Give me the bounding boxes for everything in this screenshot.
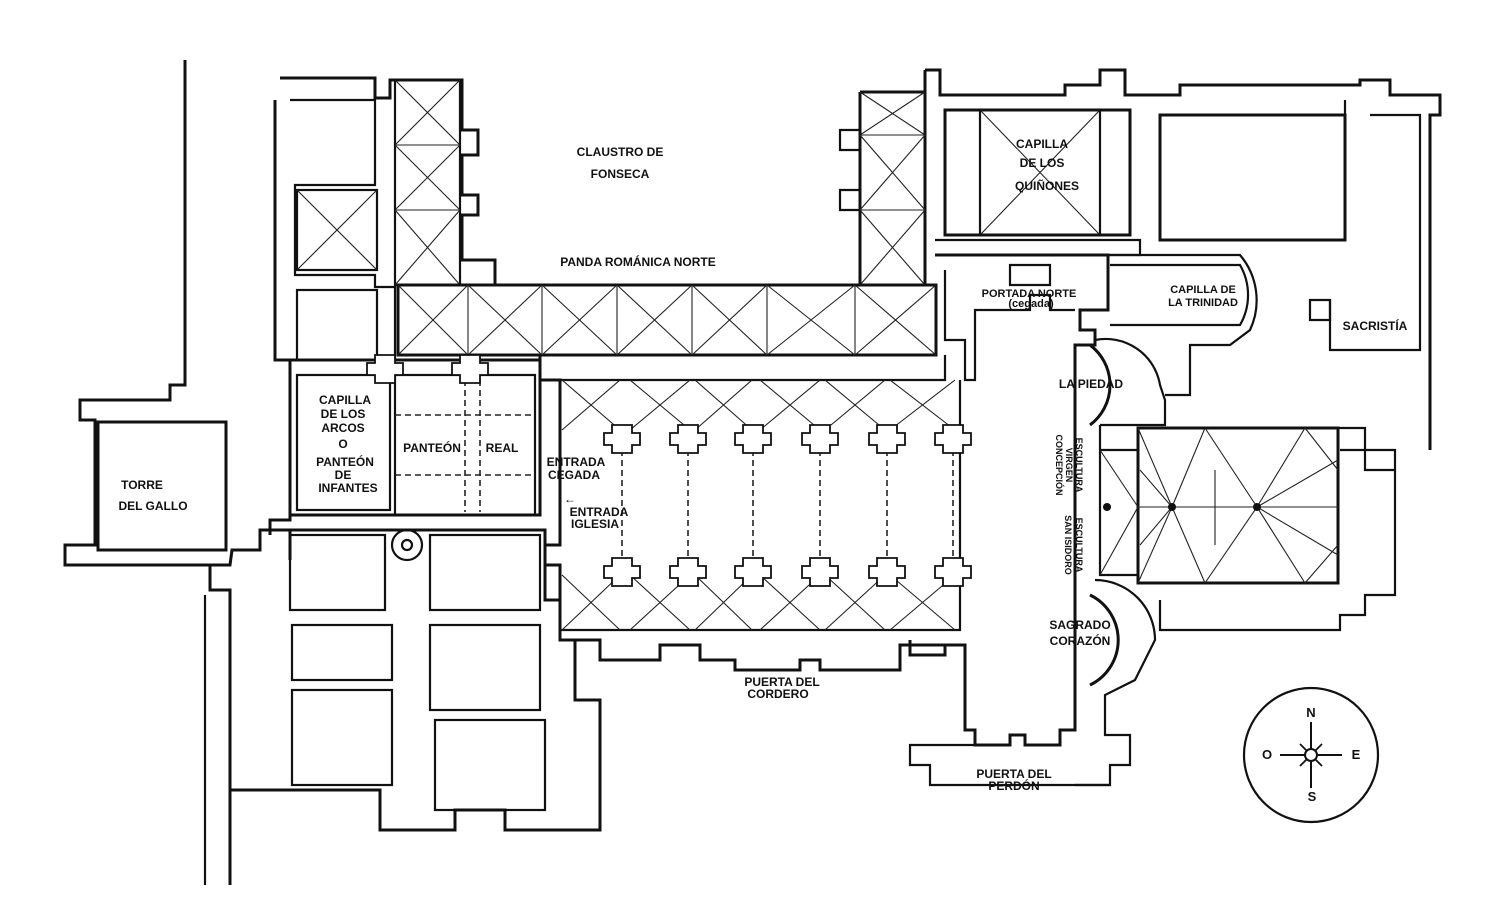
compass-circle bbox=[1242, 686, 1380, 824]
nave-piers bbox=[603, 424, 972, 587]
label-panda-romanica: PANDA ROMÁNICA NORTE bbox=[560, 254, 716, 269]
label-arcos-5: PANTEÓN bbox=[316, 454, 374, 469]
label-panteon: PANTEÓN bbox=[403, 440, 461, 455]
label-entrada-cegada-2: CEGADA bbox=[548, 468, 600, 482]
label-claustro-1: CLAUSTRO DE bbox=[577, 145, 664, 159]
west-wing bbox=[268, 76, 540, 535]
label-escultura-isidoro-2: SAN ISIDORO bbox=[1063, 515, 1073, 575]
label-perdon-2: PERDÓN bbox=[988, 778, 1039, 793]
compass-north-label: N bbox=[1306, 705, 1315, 720]
compass-rose: N S E O bbox=[1242, 686, 1380, 824]
label-la-piedad: LA PIEDAD bbox=[1059, 377, 1124, 391]
label-cordero-1: PUERTA DEL bbox=[744, 675, 819, 689]
label-sacristia: SACRISTÍA bbox=[1343, 318, 1408, 333]
label-arcos-4: O bbox=[338, 437, 347, 451]
label-entrada-iglesia-1: ENTRADA bbox=[570, 505, 629, 519]
label-arcos-1: CAPILLA bbox=[319, 393, 371, 407]
label-quinones-1: CAPILLA bbox=[1016, 137, 1068, 151]
nave bbox=[538, 355, 972, 672]
label-real: REAL bbox=[486, 441, 519, 455]
compass-east-label: E bbox=[1352, 747, 1361, 762]
label-escultura-isidoro-1: ESCULTURA bbox=[1074, 518, 1084, 573]
label-portada-norte-2: (cegada) bbox=[1008, 298, 1054, 310]
label-entrada-iglesia-2: IGLESIA bbox=[571, 517, 619, 531]
plan-labels: CLAUSTRO DE FONSECA PANDA ROMÁNICA NORTE… bbox=[118, 137, 1407, 793]
panda-romanica-norte bbox=[396, 283, 938, 357]
label-trinidad-1: CAPILLA DE bbox=[1170, 284, 1236, 296]
label-entrada-cegada-1: ENTRADA bbox=[547, 455, 606, 469]
label-arcos-3: ARCOS bbox=[321, 421, 364, 435]
label-quinones-2: DE LOS bbox=[1020, 156, 1065, 170]
label-sagrado-2: CORAZÓN bbox=[1050, 633, 1111, 648]
label-arcos-6: DE bbox=[335, 468, 352, 482]
label-arcos-2: DE LOS bbox=[321, 407, 366, 421]
quinones-block bbox=[925, 68, 1442, 450]
label-torre-1: TORRE bbox=[121, 478, 163, 492]
label-escultura-virgen-2: VIRGEN bbox=[1064, 448, 1074, 483]
panteon-real bbox=[290, 354, 542, 562]
label-perdon-1: PUERTA DEL bbox=[976, 767, 1051, 781]
label-claustro-2: FONSECA bbox=[591, 167, 650, 181]
torre-del-gallo bbox=[63, 60, 292, 885]
label-arcos-7: INFANTES bbox=[318, 481, 377, 495]
compass-west-label: O bbox=[1262, 747, 1272, 762]
label-portada-norte-1: PORTADA NORTE bbox=[982, 288, 1077, 300]
compass-south-label: S bbox=[1308, 789, 1317, 804]
label-cordero-2: CORDERO bbox=[747, 687, 808, 701]
label-quinones-3: QUIÑONES bbox=[1015, 178, 1079, 193]
capilla-mayor bbox=[1098, 298, 1397, 632]
cloister-east-walk bbox=[838, 70, 927, 286]
label-escultura-virgen-3: CONCEPCIÓN bbox=[1054, 434, 1065, 495]
label-torre-2: DEL GALLO bbox=[118, 499, 187, 513]
arrow-icon: ← bbox=[564, 492, 576, 506]
label-trinidad-2: LA TRINIDAD bbox=[1168, 297, 1238, 309]
label-sagrado-1: SAGRADO bbox=[1049, 618, 1110, 632]
southwest-rooms bbox=[230, 528, 602, 832]
label-escultura-virgen-1: ESCULTURA bbox=[1074, 438, 1084, 493]
